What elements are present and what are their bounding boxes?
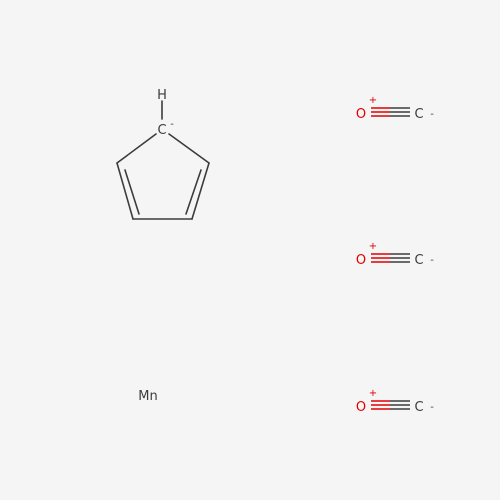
bond-c1-c5: [168, 133, 210, 164]
hydrogen-label: H: [157, 88, 167, 103]
carbonyl-carbon-label: C: [414, 400, 423, 415]
carbonyl-2: O + C -: [356, 241, 434, 268]
carbonyl-carbon-label: C: [414, 107, 423, 122]
carbonyl-oxygen-label: O: [356, 253, 366, 268]
carbonyl-carbon-label: C: [414, 253, 423, 268]
bond-c4-c5-double: [185, 169, 202, 215]
manganese-label: Mn: [138, 389, 157, 404]
carbonyl-oxygen-charge: +: [369, 241, 377, 252]
carbonyl-carbon-charge: -: [430, 402, 434, 413]
carbonyl-carbon-charge: -: [430, 255, 434, 266]
bond-c1-c2: [116, 133, 157, 164]
carbonyl-oxygen-label: O: [356, 107, 366, 122]
bond-c2-c3-double: [124, 169, 140, 215]
bond-c4-c5: [191, 162, 210, 220]
carbonyl-1: O + C -: [356, 95, 434, 122]
carbonyl-carbon-charge: -: [430, 109, 434, 120]
carbonyl-oxygen-charge: +: [369, 388, 377, 399]
carbanion-charge: -: [170, 119, 174, 130]
carbonyl-oxygen-charge: +: [369, 95, 377, 106]
bond-c2-c3: [116, 162, 134, 220]
triple-bond: [371, 107, 410, 117]
carbonyl-3: O + C -: [356, 388, 434, 415]
carbonyl-oxygen-label: O: [356, 400, 366, 415]
triple-bond: [371, 253, 410, 263]
triple-bond: [371, 400, 410, 410]
carbanion-label: C: [157, 123, 166, 138]
cyclopentadienyl-ring: [116, 100, 210, 220]
